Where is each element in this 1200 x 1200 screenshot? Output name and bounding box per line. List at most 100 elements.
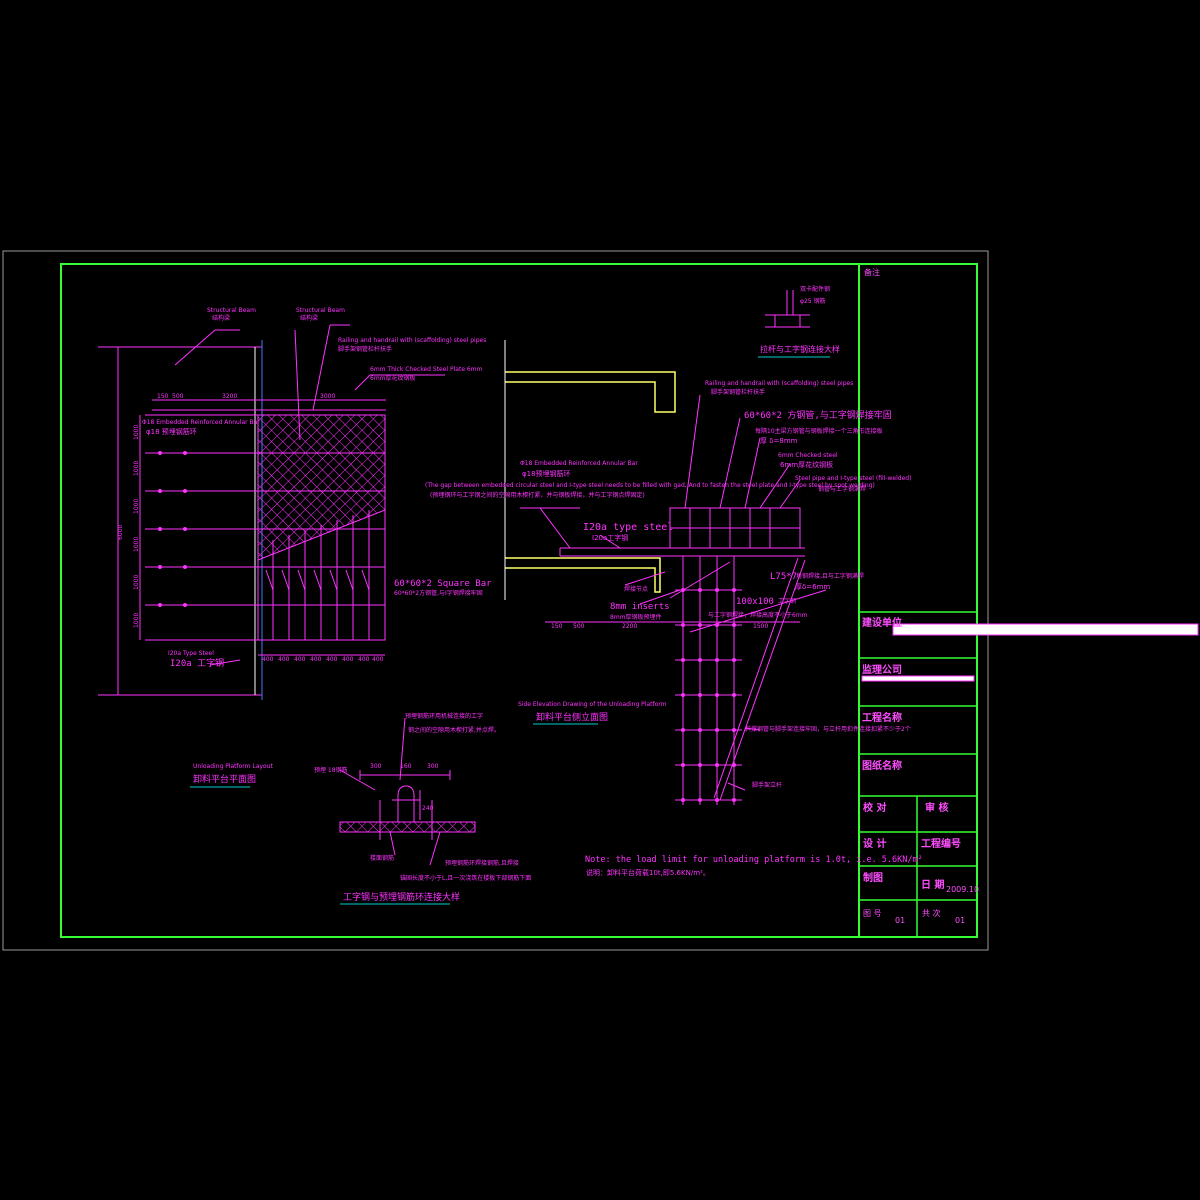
detail-bottom — [339, 717, 476, 866]
tb-sheet-label: 图 号 — [863, 909, 882, 918]
plan-dim-top-1: 500 — [172, 393, 184, 400]
plan-dims-bottom: 400 400 400 400 400 400 400 400 — [262, 656, 384, 663]
tb-review: 审 核 — [925, 803, 949, 814]
detail-top-label-2: φ25 钢筋 — [800, 297, 826, 305]
plan-dim-bottom-7: 400 — [372, 656, 384, 663]
highlight-bar-2 — [861, 675, 975, 682]
tb-total-label: 共 次 — [922, 909, 941, 918]
plan-square-bar-cn: 60*60*2方钢管,与I字钢焊接牢固 — [394, 589, 483, 597]
detail-top — [765, 290, 810, 328]
tb-total-value: 01 — [955, 916, 966, 925]
detail-bottom-title: 工字钢与预埋钢筋环连接大样 — [343, 891, 460, 903]
tb-supervision-unit: 监理公司 — [862, 665, 902, 676]
plan-dim-bottom-2: 400 — [294, 656, 306, 663]
plan-i-steel-cn: I20a 工字钢 — [170, 657, 224, 669]
section-weld-label: 焊接节点 — [624, 585, 648, 593]
tb-sheet-value: 01 — [895, 916, 906, 925]
section-gap-note-en: (The gap between embedded circular steel… — [425, 482, 875, 489]
tb-date-label: 日 期 — [921, 880, 945, 891]
section-i20a-en: I20a type steel — [583, 522, 673, 533]
section-title-cn: 卸料平台侧立面图 — [536, 711, 608, 723]
section-dim-1: 500 — [573, 623, 585, 630]
detail-bottom-slab-note: 预埋钢筋环焊接钢筋,且焊接 — [445, 859, 519, 867]
plan-dim-bottom-6: 400 — [358, 656, 370, 663]
detail-bottom-dim-2: 300 — [427, 763, 439, 770]
section-ch100-note: 工字钢 — [778, 597, 796, 605]
section-ring-bar-cn: φ18预埋钢筋环 — [522, 469, 571, 478]
section-inserts-cn: 8mm厚钢板预埋件 — [610, 613, 662, 621]
plan-railing-cn: 脚手架钢管栏杆扶手 — [338, 345, 392, 353]
section-ring-bar-en: Φ18 Embedded Reinforced Annular Bar — [520, 460, 638, 467]
section-plate-note: 每隔10主梁方钢管与钢板焊接一个三角形连接板 — [755, 427, 883, 435]
tb-design: 设 计 — [863, 839, 887, 850]
plan-dims-left: 1000 1000 1000 1000 1000 1000 — [133, 425, 140, 628]
section-l757-thick: 厚δ=6mm — [795, 583, 830, 591]
plan-dim-left-2: 1000 — [133, 499, 140, 514]
tb-drawn-by: 制图 — [863, 873, 883, 884]
detail-bottom-dim-0: 300 — [370, 763, 382, 770]
tb-project-no: 工程编号 — [921, 839, 961, 850]
plan-plate-cn: 6mm厚花纹钢板 — [370, 374, 416, 382]
plan-dim-left-5: 1000 — [133, 613, 140, 628]
section-nodes — [681, 588, 736, 802]
plan-ring-bar-en: Φ18 Embedded Reinforced Annular Bar — [142, 419, 260, 426]
detail-top-label-1: 双卡配件钢 — [800, 285, 830, 293]
plan-railing-en: Railing and handrail with (scaffolding) … — [338, 337, 486, 344]
tb-remarks: 备注 — [864, 268, 880, 277]
plan-dim-left-1: 1000 — [133, 461, 140, 476]
plan-structural-beam-2-cn: 结构梁 — [300, 314, 318, 322]
plan-dim-top-3: 3000 — [320, 393, 335, 400]
plan-i-steel-en: I20a Type Steel — [168, 650, 214, 657]
tb-project-name: 工程名称 — [862, 713, 902, 724]
section-diagonal-note: 斜撑钢管与脚手架连接牢固，与立杆用扣件连接扣紧不少于2个 — [745, 725, 911, 733]
plan-dim-left-4: 1000 — [133, 575, 140, 590]
plan-dim-left-0: 1000 — [133, 425, 140, 440]
section-checked-steel-cn: 6mm厚花纹钢板 — [780, 460, 833, 469]
section-plate-thick: 厚 δ=8mm — [760, 437, 798, 445]
plan-square-bar-en: 60*60*2 Square Bar — [394, 579, 492, 589]
plan-plate-en: 6mm Thick Checked Steel Plate 6mm — [370, 366, 483, 373]
plan-dim-top-2: 3200 — [222, 393, 237, 400]
plan-anchor-points — [158, 451, 187, 607]
plan-dim-bottom-1: 400 — [278, 656, 290, 663]
section-checked-steel-en: 6mm Checked steel — [778, 452, 838, 459]
detail-bottom-beam-label: 楼面钢筋 — [370, 854, 394, 862]
detail-bottom-note-2: 钢之间的空隙用木楔打紧,并点焊。 — [408, 726, 500, 734]
section-title-en: Side Elevation Drawing of the Unloading … — [518, 701, 667, 708]
plan-dim-bottom-0: 400 — [262, 656, 274, 663]
plan-dim-total: 6000 — [117, 525, 124, 540]
section-pipe-en: Steel pipe and I-type steel (fill-welded… — [795, 475, 911, 482]
plan-dim-bottom-4: 400 — [326, 656, 338, 663]
plan-structural-beam-1: Structural Beam — [207, 307, 256, 314]
detail-top-title: 拉杆与工字钢连接大样 — [760, 344, 840, 354]
plan-dim-bottom-5: 400 — [342, 656, 354, 663]
highlight-bar-1 — [892, 623, 1199, 636]
plan-ring-bar-cn: φ18 预埋钢筋环 — [146, 427, 197, 436]
title-block-grid — [859, 611, 977, 937]
plan-dim-top-0: 150 — [157, 393, 169, 400]
plan-structural-beam-2: Structural Beam — [296, 307, 345, 314]
section-pole-label: 脚手架立杆 — [752, 781, 782, 789]
detail-bottom-note-1: 预埋钢筋环用机械连接的工字 — [405, 712, 483, 720]
section-dim-3: 1500 — [753, 623, 768, 630]
drawing-frame — [60, 263, 978, 938]
tb-check: 校 对 — [863, 803, 887, 814]
tb-date-value: 2009.10 — [946, 885, 980, 894]
plan-dim-bottom-3: 400 — [310, 656, 322, 663]
section-inserts-en: 8mm inserts — [610, 602, 670, 612]
load-note-en: Note: the load limit for unloading platf… — [585, 855, 923, 865]
section-i20a-cn: I20a工字钢 — [592, 533, 628, 542]
section-bottom-note: 与工字钢焊接，焊接高度不小于6mm — [708, 611, 808, 619]
plan-title-en: Unloading Platform Layout — [193, 763, 273, 770]
outer-border — [2, 250, 989, 951]
detail-bottom-dim-1: 160 — [400, 763, 412, 770]
section-square-bar: 60*60*2 方钢管,与工字钢焊接牢固 — [744, 409, 892, 421]
plan-structural-beam-1-cn: 结构梁 — [212, 314, 230, 322]
section-gap-note-cn: (预埋钢环与工字钢之间的空隙用木楔打紧，并与钢板焊接，并与工字钢点焊固定) — [430, 491, 645, 499]
plan-dim-left-3: 1000 — [133, 537, 140, 552]
section-ch100: 100x100 — [736, 597, 774, 607]
section-dim-2: 2200 — [622, 623, 637, 630]
plan-title-cn: 卸料平台平面图 — [193, 773, 256, 785]
detail-bottom-bottom-note: 锚固长度不小于L,且一次浇筑在楼板下部钢筋下面 — [400, 874, 531, 882]
